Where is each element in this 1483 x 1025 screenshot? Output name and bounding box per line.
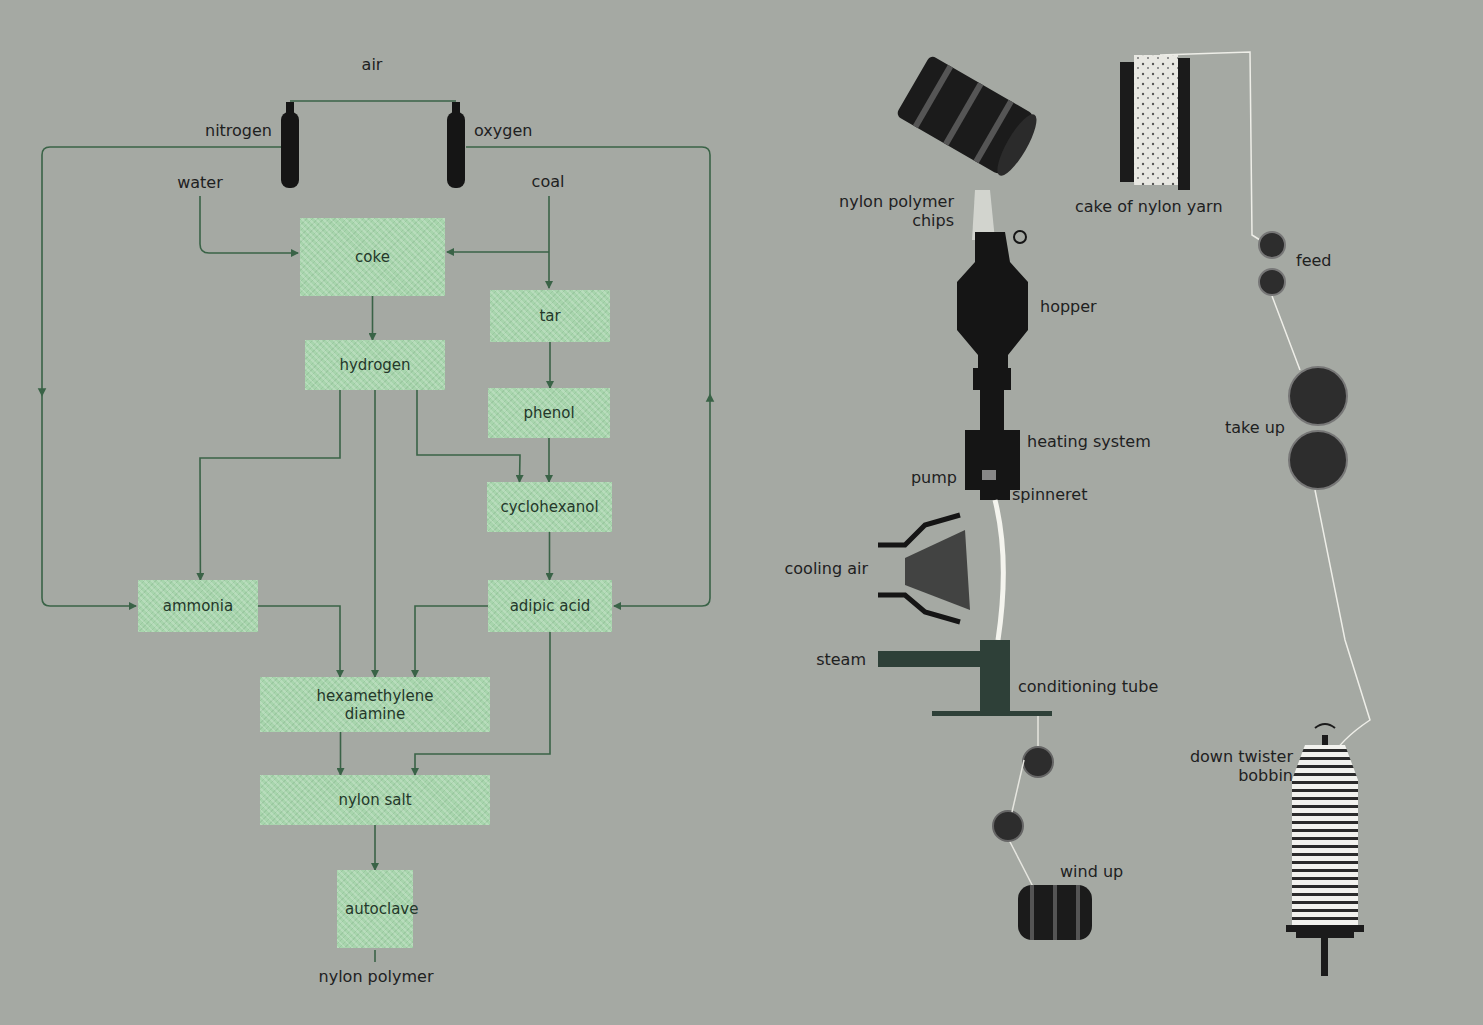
part-label: nitrogen: [205, 121, 272, 140]
filament: [995, 500, 1003, 640]
yarn-cake: [1120, 55, 1190, 190]
process-label: hydrogen: [339, 356, 410, 374]
part-label: conditioning tube: [1018, 677, 1158, 696]
process-box: hexamethylene diamine: [260, 677, 490, 732]
process-label: adipic acid: [510, 597, 591, 615]
flow-connector: [549, 342, 551, 388]
process-label: coke: [355, 248, 390, 266]
supply-lines: [39, 101, 713, 962]
part-label: hopper: [1040, 297, 1097, 316]
part-label: coal: [532, 172, 565, 191]
part-label: oxygen: [474, 121, 532, 140]
part-label: steam: [816, 650, 866, 669]
process-box: ammonia: [138, 580, 258, 632]
process-label: cyclohexanol: [500, 498, 598, 516]
process-label: tar: [539, 307, 560, 325]
cooling-air-nozzle: [878, 515, 970, 622]
process-box: phenol: [488, 388, 610, 438]
yarn-path: [1160, 52, 1370, 760]
gas-cylinder: [281, 102, 465, 188]
part-label: cooling air: [785, 559, 868, 578]
spinning-unit: [957, 231, 1028, 500]
flow-connector: [374, 390, 376, 677]
process-label: ammonia: [163, 597, 233, 615]
part-label: nylon polymer: [319, 967, 434, 986]
part-label: down twister bobbin: [1165, 747, 1293, 785]
part-label: air: [362, 55, 383, 74]
process-box: hydrogen: [305, 340, 445, 390]
process-box: cyclohexanol: [487, 482, 612, 532]
part-label: cake of nylon yarn: [1075, 197, 1223, 216]
process-box: adipic acid: [488, 580, 612, 632]
process-label: nylon salt: [338, 791, 411, 809]
flow-connector: [258, 606, 340, 677]
flow-connector: [200, 390, 340, 580]
flow-connector: [372, 296, 374, 340]
process-label: autoclave: [345, 900, 405, 918]
process-label: hexamethylene diamine: [300, 687, 450, 723]
flow-connector: [549, 532, 551, 580]
part-label: wind up: [1060, 862, 1123, 881]
process-box: nylon salt: [260, 775, 490, 825]
part-label: spinneret: [1012, 485, 1087, 504]
part-label: feed: [1296, 251, 1331, 270]
part-label: heating system: [1027, 432, 1151, 451]
part-label: pump: [911, 468, 957, 487]
part-label: nylon polymer chips: [814, 192, 954, 230]
flow-connector: [374, 825, 376, 870]
process-label: phenol: [523, 404, 574, 422]
process-box: autoclave: [337, 870, 413, 948]
flow-connector: [548, 438, 550, 482]
wind-up: [993, 716, 1092, 940]
process-box: tar: [490, 290, 610, 342]
flow-connector: [415, 606, 488, 677]
twister-bobbin: [1286, 724, 1364, 976]
part-label: water: [177, 173, 223, 192]
rollers: [1259, 232, 1347, 489]
process-box: coke: [300, 218, 445, 296]
chip-drum: [896, 55, 1044, 181]
part-label: take up: [1225, 418, 1285, 437]
flow-connector: [340, 732, 342, 775]
